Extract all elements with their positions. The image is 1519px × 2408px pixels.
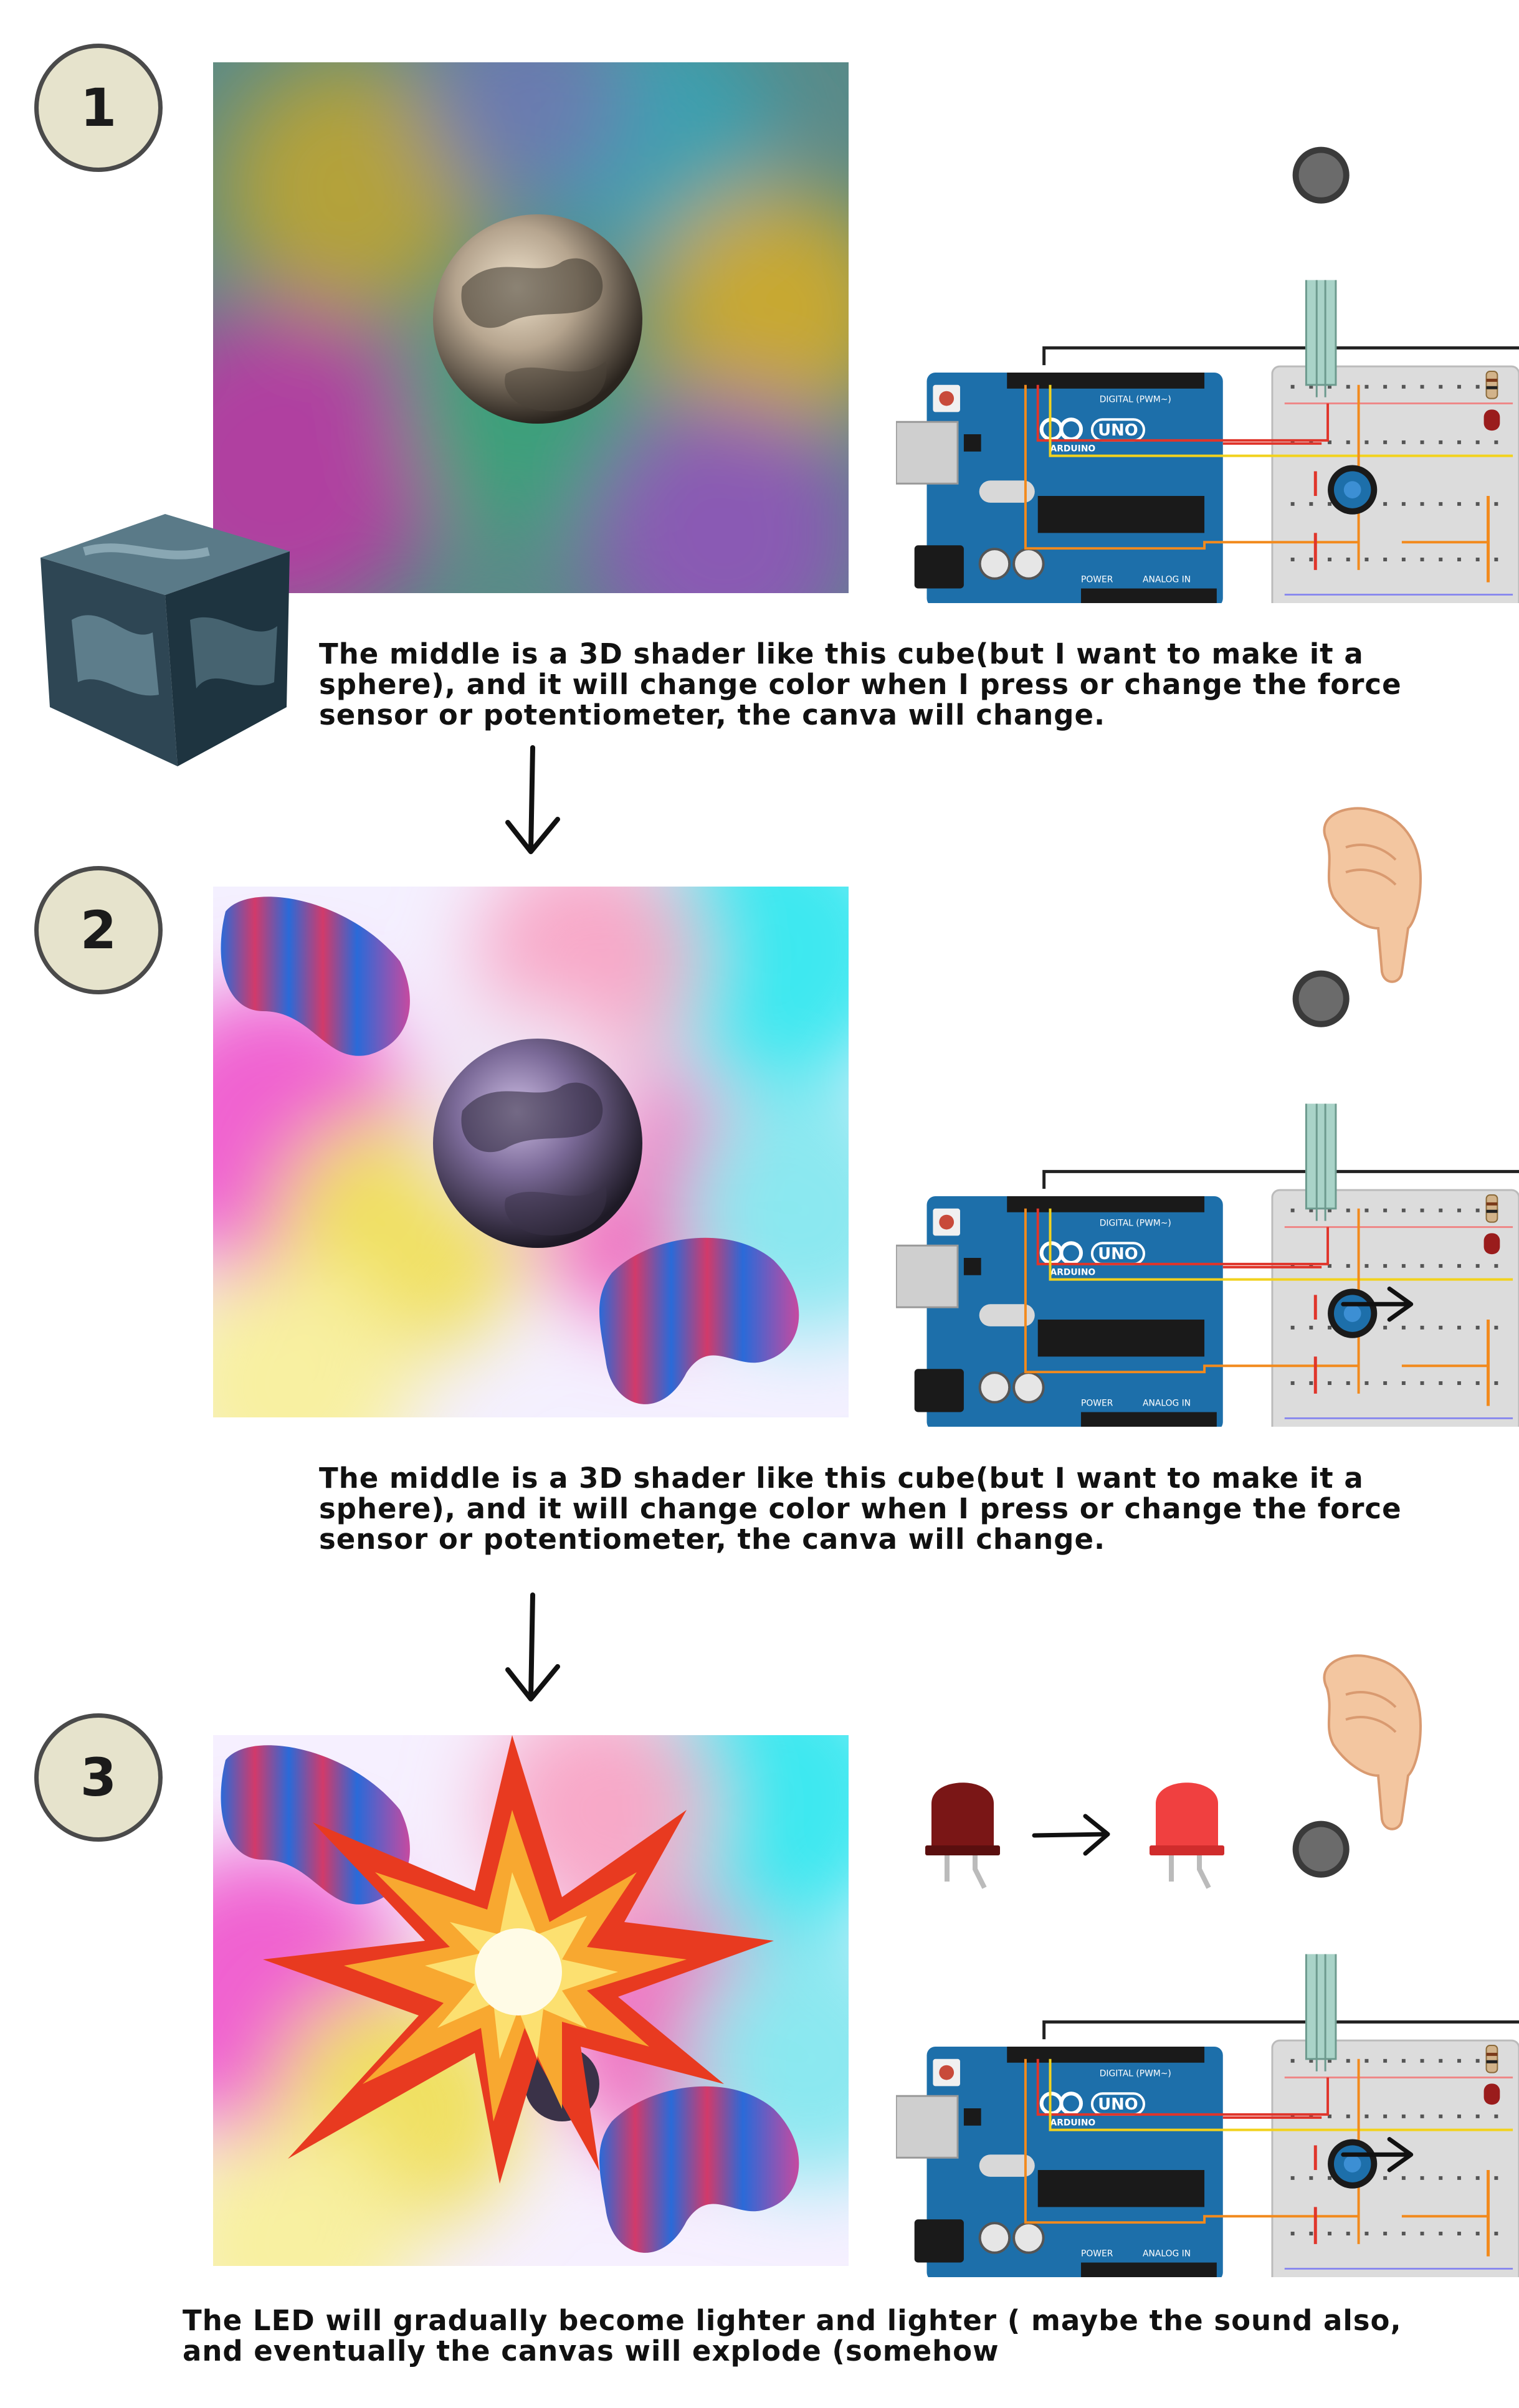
pointing-hand-icon <box>1302 804 1427 984</box>
step-3-badge: 3 <box>34 1713 163 1842</box>
pointing-hand-icon <box>1302 1651 1427 1832</box>
circuit-step-2 <box>896 966 1519 1427</box>
step-2-caption: The middle is a 3D shader like this cube… <box>319 1462 1402 1556</box>
circuit-step-1 <box>896 142 1519 603</box>
step-1-caption: The middle is a 3D shader like this cube… <box>319 637 1402 731</box>
shader-canvas-step-2 <box>213 887 849 1417</box>
blob-top-left <box>221 897 410 1056</box>
step-2-badge: 2 <box>34 866 163 994</box>
arrow-right-icon <box>1028 1807 1115 1863</box>
circuit-step-3 <box>896 1816 1519 2277</box>
shader-sphere <box>433 1039 642 1248</box>
step-3-number: 3 <box>80 1747 117 1808</box>
explosion-icon <box>263 1735 774 2184</box>
arrow-down-icon <box>498 745 567 857</box>
step-3-caption: The LED will gradually become lighter an… <box>183 2304 1402 2368</box>
led-dim-icon <box>925 1769 1000 1894</box>
step-2-number: 2 <box>80 900 117 961</box>
shader-canvas-step-3 <box>213 1735 849 2266</box>
step-1-number: 1 <box>80 77 117 138</box>
shader-canvas-step-1 <box>213 62 849 593</box>
led-bright-icon <box>1150 1769 1224 1894</box>
shader-sphere <box>433 214 642 424</box>
arrow-down-icon <box>498 1592 567 1704</box>
blob-bottom-right <box>599 1237 799 1404</box>
step-1-badge: 1 <box>34 44 163 172</box>
shader-cube-example <box>34 508 290 766</box>
